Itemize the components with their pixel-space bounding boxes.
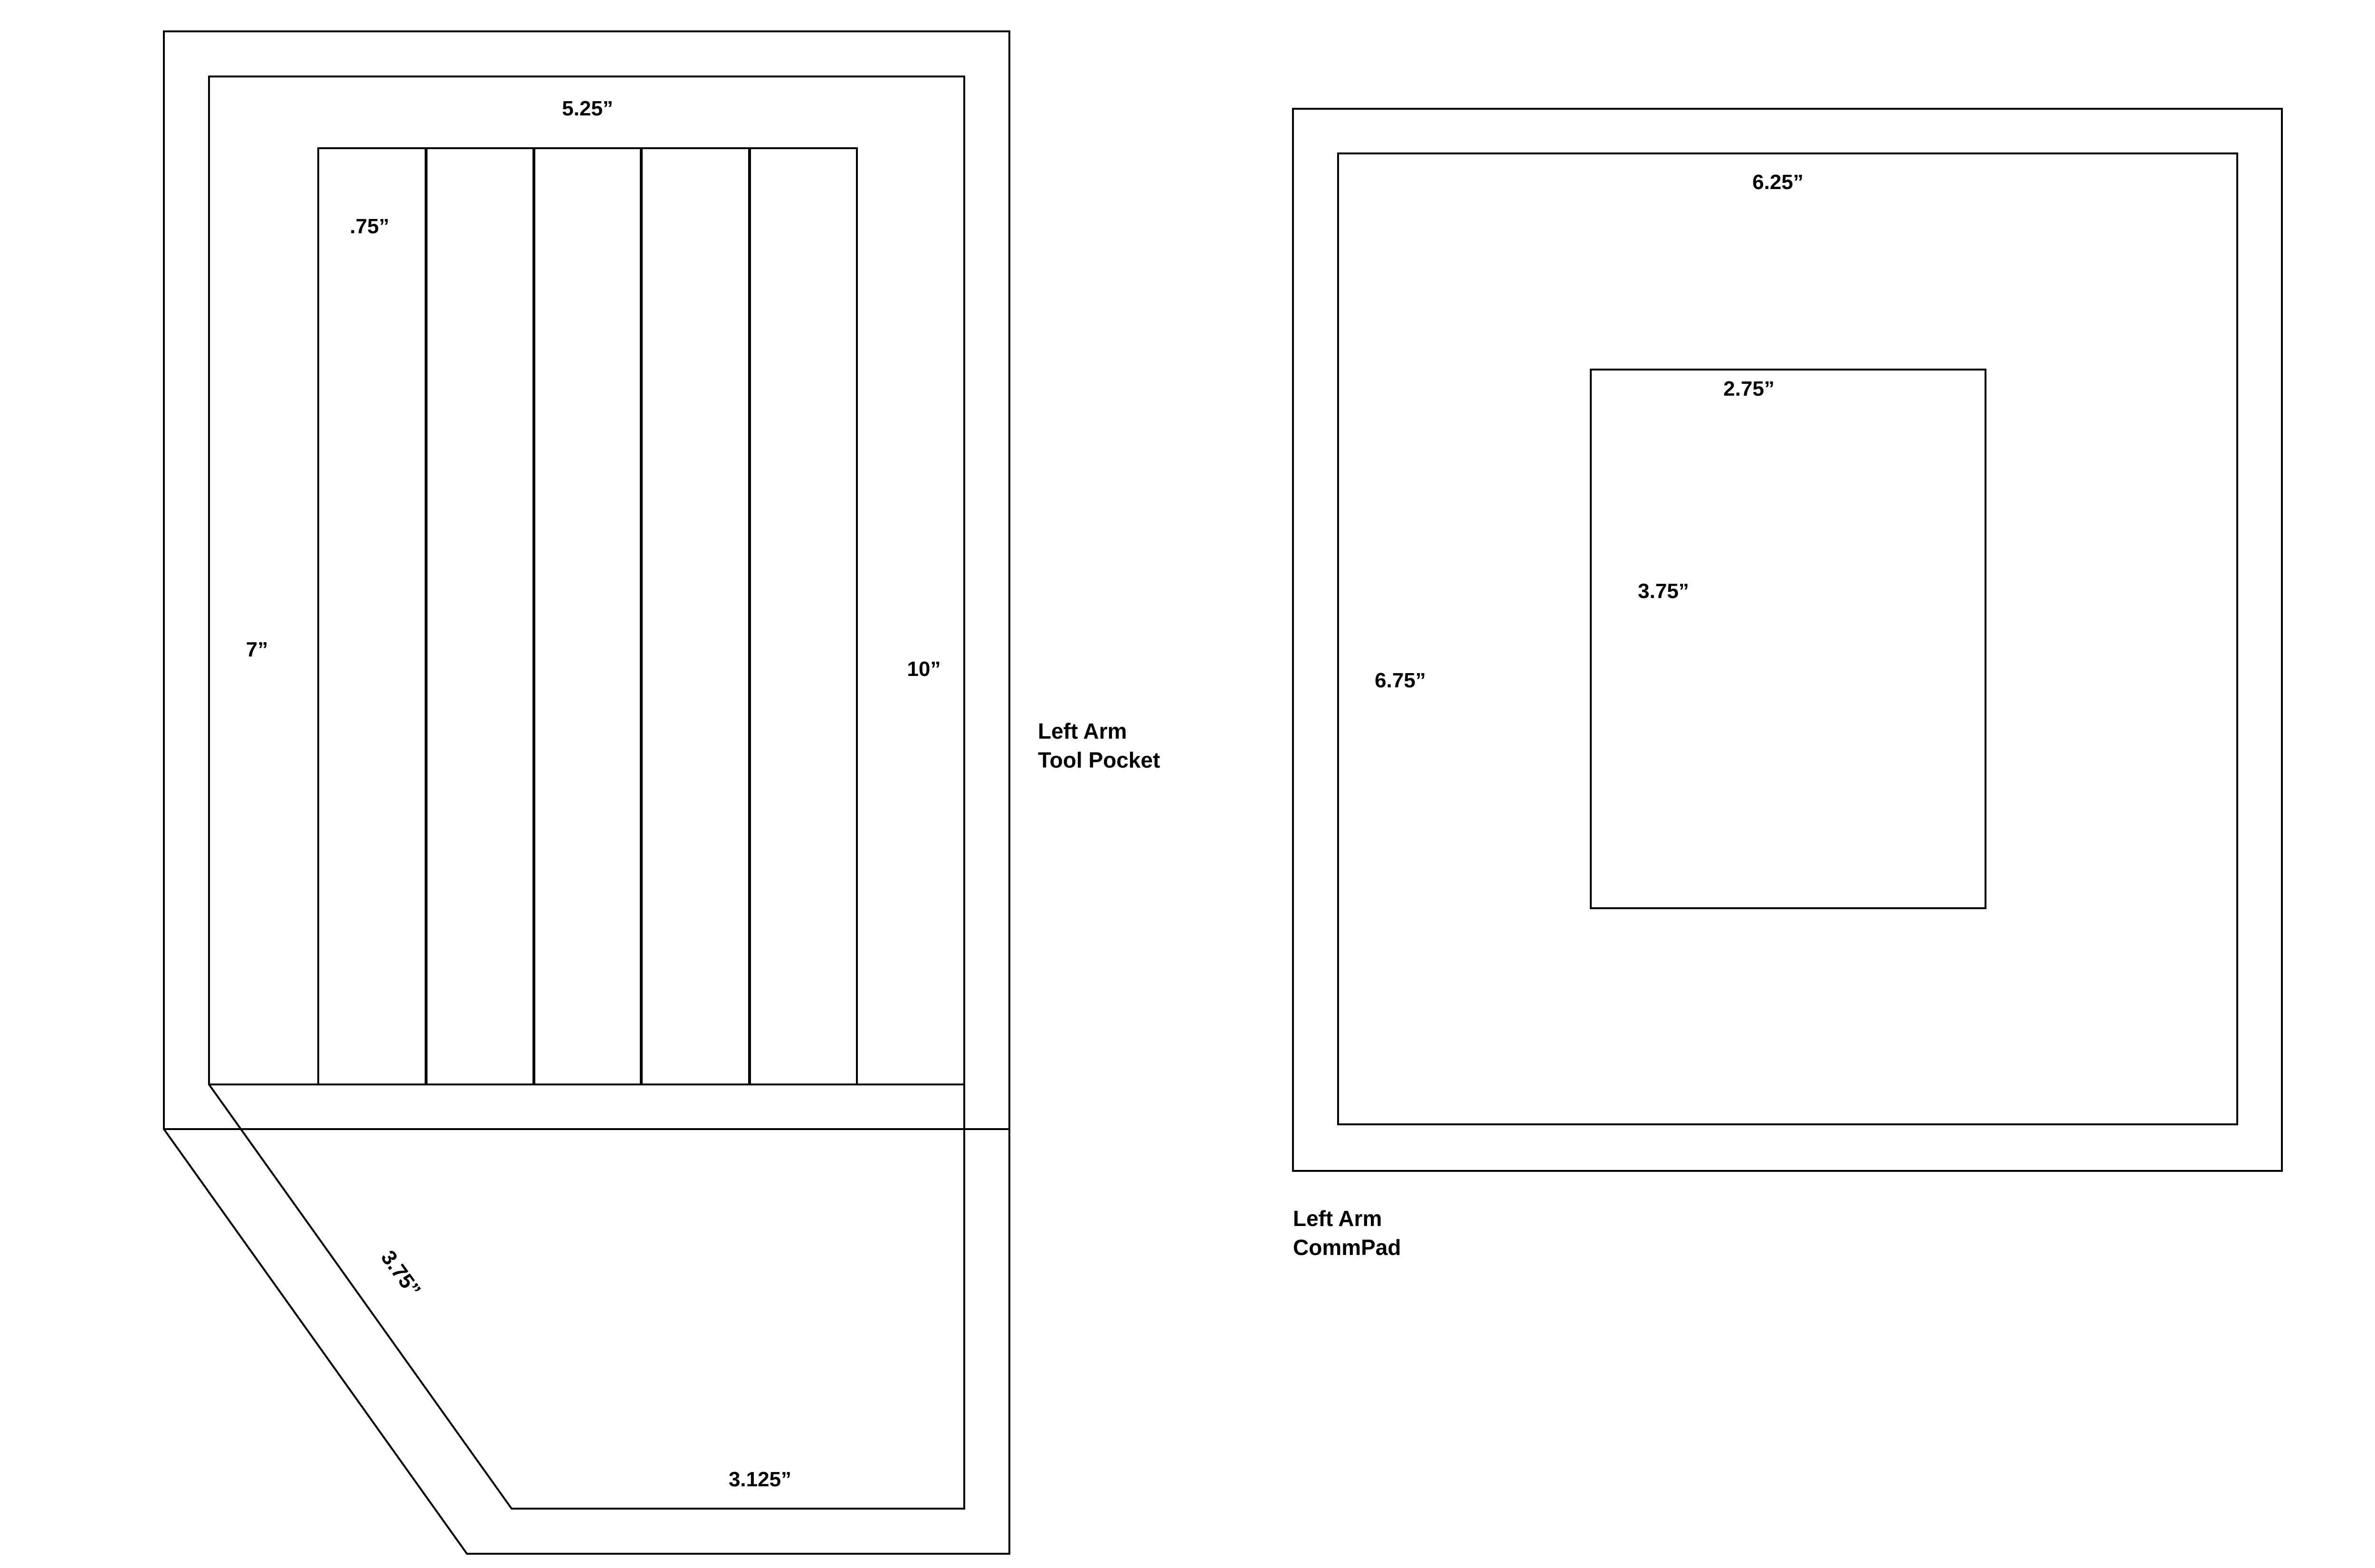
tool-pocket-inner-outline [208, 76, 965, 1510]
tool-pocket-width-label: 5.25” [562, 97, 613, 120]
tool-pocket-right-height-label: 10” [907, 657, 941, 681]
commpad-outer-width-label: 6.25” [1752, 171, 1804, 194]
commpad-title-line1: Left Arm [1293, 1206, 1382, 1231]
commpad-title-line2: CommPad [1293, 1235, 1401, 1260]
tool-pocket-title-line1: Left Arm [1038, 719, 1127, 743]
commpad-inner-width-label: 2.75” [1723, 377, 1775, 400]
tool-pocket-outer-outline [163, 30, 1010, 1555]
tool-slot-panel [317, 147, 858, 1085]
commpad-outer-height-label: 6.75” [1375, 669, 1426, 692]
commpad-outer-outline [1292, 108, 2283, 1172]
tool-pocket-bottom-width-label: 3.125” [729, 1468, 791, 1491]
tool-pocket-diagram: 5.25” .75” 7” 10” 3.75” 3.125” Left Arm … [163, 30, 1160, 1555]
tool-pocket-title-line2: Tool Pocket [1038, 748, 1160, 772]
commpad-inner-height-label: 3.75” [1638, 580, 1689, 603]
commpad-diagram: 6.25” 6.75” 2.75” 3.75” Left Arm CommPad [1292, 108, 2283, 1260]
tool-pocket-diagonal-label: 3.75” [376, 1246, 425, 1302]
commpad-window [1590, 369, 1986, 909]
tool-pocket-left-height-label: 7” [246, 638, 268, 661]
commpad-inner-outline [1337, 152, 2238, 1125]
tool-slot-width-label: .75” [350, 215, 389, 238]
